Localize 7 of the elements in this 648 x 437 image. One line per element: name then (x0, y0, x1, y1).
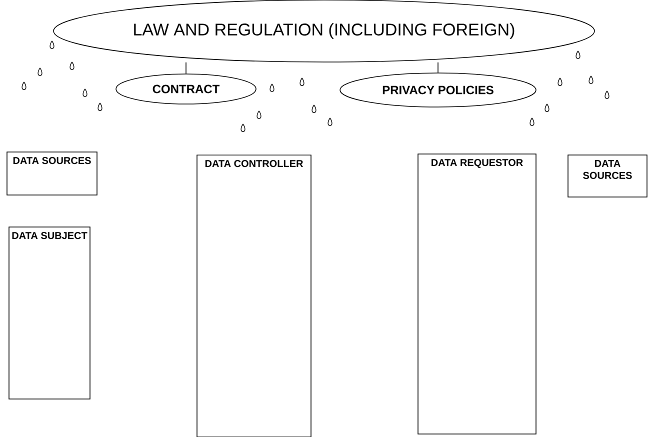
ellipse-node: CONTRACT (116, 74, 256, 104)
entity-box: DATA SOURCES (568, 154, 648, 198)
ellipse-node: PRIVACY POLICIES (340, 72, 536, 108)
entity-box: DATA SOURCES (6, 152, 98, 196)
entity-box: DATA CONTROLLER (196, 154, 312, 437)
entity-box: DATA REQUESTOR (418, 154, 536, 434)
entity-box: DATA SUBJECT (8, 226, 90, 400)
